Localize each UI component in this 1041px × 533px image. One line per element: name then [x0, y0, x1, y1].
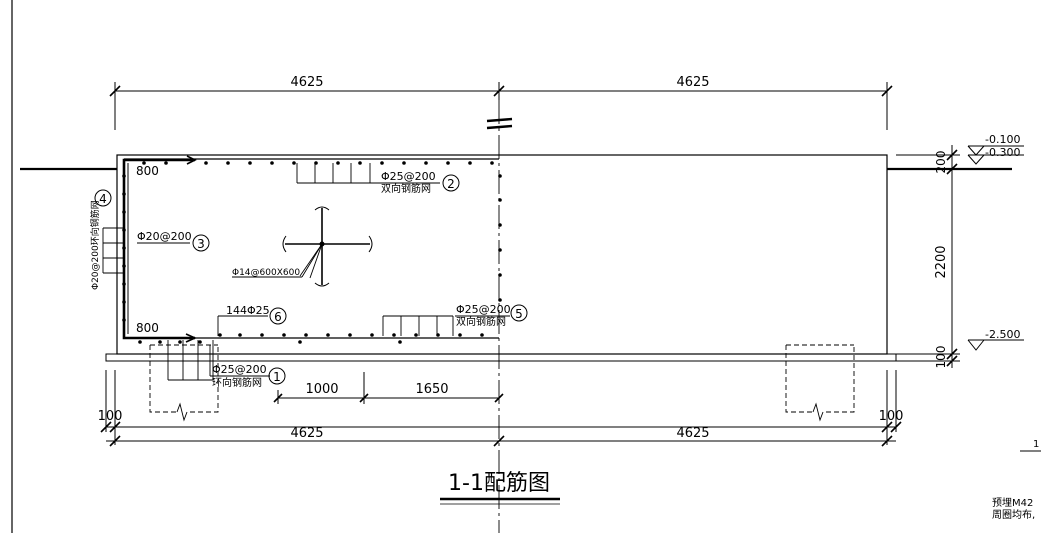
drawing-title: 1-1配筋图 — [448, 471, 550, 496]
dim-h-2200: 2200 — [934, 245, 949, 278]
label-rebar-top-note: 双向钢筋网 — [381, 182, 431, 195]
svg-text:6: 6 — [274, 310, 282, 324]
svg-text:1: 1 — [273, 370, 281, 384]
bottom-dimension: 100 100 4625 4625 — [98, 370, 904, 447]
dim-inner-a: 1000 — [305, 382, 338, 397]
grid-rebar-symbol — [232, 206, 373, 287]
right-dimension: 200 2200 100 — [896, 145, 960, 368]
label-rebar-bot-right-note: 双向钢筋网 — [456, 315, 506, 328]
dim-h-100: 100 — [934, 346, 948, 369]
label-rebar-wall-ring: Φ20@200环向钢筋网 — [89, 200, 101, 290]
label-rebar-bot-left: Φ25@200 — [212, 363, 267, 376]
dim-bottom-right: 4625 — [676, 426, 709, 441]
dim-right-100: 100 — [879, 409, 904, 424]
label-rebar-top: Φ25@200 — [381, 170, 436, 183]
rebar-ticks-top — [296, 163, 371, 184]
label-bottom-800: 800 — [136, 321, 159, 335]
elevation-2: -0.300 — [985, 146, 1020, 159]
reinforcement — [102, 155, 502, 381]
callout-1: 1 — [268, 367, 286, 385]
callout-5: 5 — [510, 304, 528, 322]
rebar-ticks-left — [102, 227, 125, 274]
elevation-1: -0.100 — [985, 133, 1020, 146]
label-rebar-wall: Φ20@200 — [137, 230, 192, 243]
footing-left — [149, 344, 219, 422]
svg-text:3: 3 — [197, 237, 205, 251]
leaders — [137, 182, 510, 377]
rebar-ticks-slab — [167, 340, 214, 381]
side-note-2: 周圈均布, — [992, 509, 1035, 521]
svg-text:2: 2 — [447, 177, 455, 191]
inner-dimension: 1000 1650 — [273, 372, 504, 404]
label-rebar-bot-right: Φ25@200 — [456, 303, 511, 316]
rebar-ticks-bottom — [382, 315, 454, 336]
dim-left-100: 100 — [98, 409, 123, 424]
top-dimension: 4625 4625 — [109, 75, 893, 130]
label-rebar-bot-left-note: 环向钢筋网 — [212, 376, 262, 389]
label-top-800: 800 — [136, 164, 159, 178]
label-grid-rebar: Φ14@600X600 — [232, 268, 300, 278]
dim-bottom-left: 4625 — [290, 426, 323, 441]
rebar-dots-left — [122, 174, 502, 322]
dim-inner-b: 1650 — [415, 382, 448, 397]
rebar-dots-top — [142, 161, 494, 165]
elevation-marks: -0.100 -0.300 -2.500 — [967, 133, 1024, 351]
footing-right — [785, 344, 855, 422]
side-note-1: 预埋M42 — [992, 497, 1033, 509]
dim-top-right: 4625 — [676, 75, 709, 90]
callout-3: 3 — [192, 234, 210, 252]
label-bar-144: 144Φ25 — [226, 304, 270, 317]
elevation-3: -2.500 — [985, 328, 1020, 341]
svg-text:5: 5 — [515, 307, 523, 321]
callout-2: 2 — [442, 174, 460, 192]
tank-outline — [20, 154, 1012, 362]
dim-top-left: 4625 — [290, 75, 323, 90]
dim-h-200: 200 — [934, 151, 948, 174]
callout-6: 6 — [269, 307, 287, 325]
edge-mark: 1 — [1033, 439, 1039, 450]
center-line — [486, 100, 513, 533]
svg-text:4: 4 — [99, 192, 107, 206]
callout-4: 4 — [94, 189, 112, 207]
